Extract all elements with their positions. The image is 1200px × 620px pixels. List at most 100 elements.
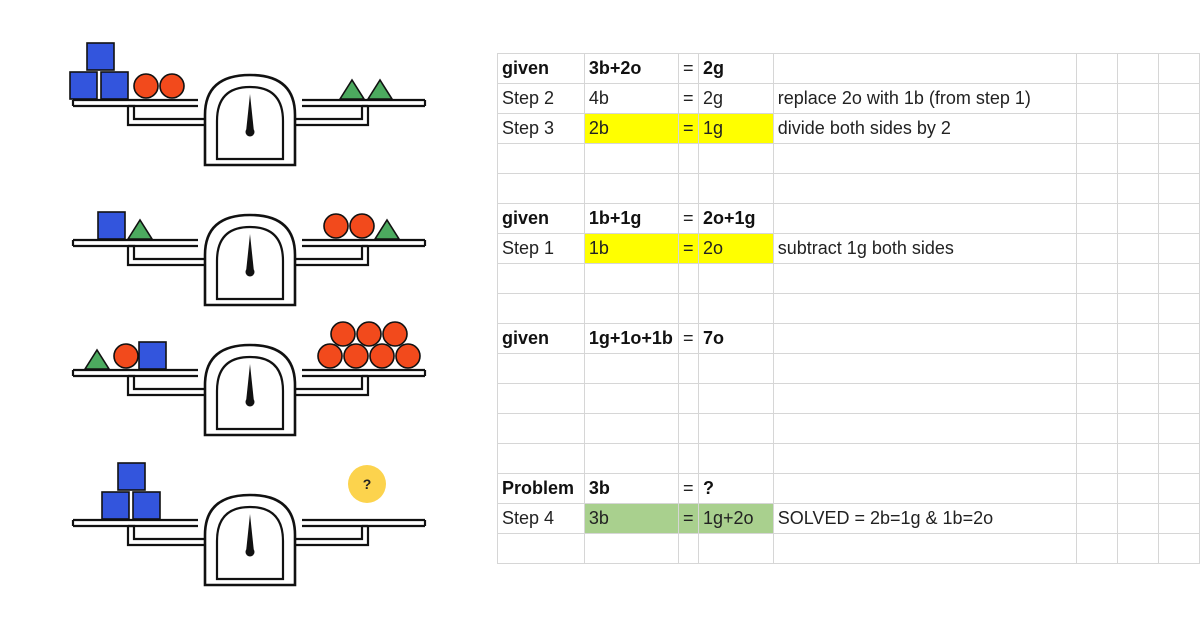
empty-cell[interactable] bbox=[1157, 353, 1200, 384]
empty-cell[interactable] bbox=[1157, 203, 1200, 234]
equals-cell[interactable]: = bbox=[677, 53, 699, 84]
empty-cell[interactable] bbox=[1034, 173, 1077, 204]
rhs-expression-cell[interactable]: ? bbox=[697, 473, 774, 504]
step-label-cell[interactable] bbox=[497, 443, 585, 474]
empty-cell[interactable] bbox=[1075, 143, 1118, 174]
rhs-expression-cell[interactable] bbox=[697, 413, 774, 444]
equals-cell[interactable] bbox=[677, 443, 699, 474]
note-cell[interactable] bbox=[772, 263, 1036, 294]
rhs-expression-cell[interactable] bbox=[697, 383, 774, 414]
empty-cell[interactable] bbox=[1157, 233, 1200, 264]
equals-cell[interactable]: = bbox=[677, 503, 699, 534]
empty-cell[interactable] bbox=[1034, 53, 1077, 84]
note-cell[interactable] bbox=[772, 203, 1036, 234]
empty-cell[interactable] bbox=[1075, 53, 1118, 84]
empty-cell[interactable] bbox=[1116, 353, 1159, 384]
lhs-expression-cell[interactable] bbox=[583, 353, 679, 384]
empty-cell[interactable] bbox=[1157, 413, 1200, 444]
step-label-cell[interactable]: Step 3 bbox=[497, 113, 585, 144]
empty-cell[interactable] bbox=[1116, 173, 1159, 204]
empty-cell[interactable] bbox=[1034, 263, 1077, 294]
note-cell[interactable] bbox=[772, 323, 1036, 354]
step-label-cell[interactable]: given bbox=[497, 323, 585, 354]
rhs-expression-cell[interactable]: 2o+1g bbox=[697, 203, 774, 234]
equals-cell[interactable]: = bbox=[677, 203, 699, 234]
step-label-cell[interactable]: Problem bbox=[497, 473, 585, 504]
empty-cell[interactable] bbox=[1075, 293, 1118, 324]
lhs-expression-cell[interactable]: 3b bbox=[583, 503, 679, 534]
lhs-expression-cell[interactable] bbox=[583, 383, 679, 414]
equals-cell[interactable] bbox=[677, 173, 699, 204]
empty-cell[interactable] bbox=[1075, 263, 1118, 294]
empty-cell[interactable] bbox=[1116, 203, 1159, 234]
empty-cell[interactable] bbox=[1116, 113, 1159, 144]
step-label-cell[interactable]: Step 2 bbox=[497, 83, 585, 114]
step-label-cell[interactable] bbox=[497, 413, 585, 444]
lhs-expression-cell[interactable]: 1b+1g bbox=[583, 203, 679, 234]
empty-cell[interactable] bbox=[1034, 113, 1077, 144]
rhs-expression-cell[interactable] bbox=[697, 293, 774, 324]
empty-cell[interactable] bbox=[1034, 293, 1077, 324]
empty-cell[interactable] bbox=[1157, 293, 1200, 324]
empty-cell[interactable] bbox=[1075, 83, 1118, 114]
empty-cell[interactable] bbox=[1157, 143, 1200, 174]
rhs-expression-cell[interactable]: 2g bbox=[697, 53, 774, 84]
empty-cell[interactable] bbox=[1075, 233, 1118, 264]
step-label-cell[interactable]: Step 1 bbox=[497, 233, 585, 264]
lhs-expression-cell[interactable] bbox=[583, 143, 679, 174]
equals-cell[interactable] bbox=[677, 383, 699, 414]
empty-cell[interactable] bbox=[1075, 203, 1118, 234]
rhs-expression-cell[interactable] bbox=[697, 143, 774, 174]
rhs-expression-cell[interactable] bbox=[697, 263, 774, 294]
rhs-expression-cell[interactable] bbox=[697, 173, 774, 204]
empty-cell[interactable] bbox=[1034, 503, 1077, 534]
equals-cell[interactable]: = bbox=[677, 473, 699, 504]
empty-cell[interactable] bbox=[1075, 533, 1118, 564]
empty-cell[interactable] bbox=[1034, 473, 1077, 504]
empty-cell[interactable] bbox=[1075, 113, 1118, 144]
rhs-expression-cell[interactable] bbox=[697, 353, 774, 384]
note-cell[interactable]: SOLVED = 2b=1g & 1b=2o bbox=[772, 503, 1036, 534]
note-cell[interactable] bbox=[772, 353, 1036, 384]
empty-cell[interactable] bbox=[1034, 143, 1077, 174]
equals-cell[interactable] bbox=[677, 533, 699, 564]
note-cell[interactable] bbox=[772, 173, 1036, 204]
equals-cell[interactable]: = bbox=[677, 83, 699, 114]
step-label-cell[interactable] bbox=[497, 533, 585, 564]
empty-cell[interactable] bbox=[1157, 503, 1200, 534]
lhs-expression-cell[interactable] bbox=[583, 443, 679, 474]
note-cell[interactable]: replace 2o with 1b (from step 1) bbox=[772, 83, 1036, 114]
rhs-expression-cell[interactable] bbox=[697, 443, 774, 474]
note-cell[interactable] bbox=[772, 293, 1036, 324]
empty-cell[interactable] bbox=[1157, 173, 1200, 204]
empty-cell[interactable] bbox=[1116, 533, 1159, 564]
equals-cell[interactable] bbox=[677, 293, 699, 324]
empty-cell[interactable] bbox=[1157, 473, 1200, 504]
empty-cell[interactable] bbox=[1116, 143, 1159, 174]
note-cell[interactable] bbox=[772, 413, 1036, 444]
lhs-expression-cell[interactable]: 3b+2o bbox=[583, 53, 679, 84]
lhs-expression-cell[interactable] bbox=[583, 533, 679, 564]
empty-cell[interactable] bbox=[1034, 233, 1077, 264]
empty-cell[interactable] bbox=[1034, 533, 1077, 564]
step-label-cell[interactable] bbox=[497, 383, 585, 414]
empty-cell[interactable] bbox=[1075, 383, 1118, 414]
rhs-expression-cell[interactable] bbox=[697, 533, 774, 564]
equals-cell[interactable]: = bbox=[677, 113, 699, 144]
note-cell[interactable] bbox=[772, 383, 1036, 414]
empty-cell[interactable] bbox=[1034, 383, 1077, 414]
lhs-expression-cell[interactable]: 2b bbox=[583, 113, 679, 144]
rhs-expression-cell[interactable]: 7o bbox=[697, 323, 774, 354]
empty-cell[interactable] bbox=[1116, 473, 1159, 504]
empty-cell[interactable] bbox=[1075, 173, 1118, 204]
equals-cell[interactable] bbox=[677, 413, 699, 444]
empty-cell[interactable] bbox=[1157, 443, 1200, 474]
step-label-cell[interactable] bbox=[497, 173, 585, 204]
lhs-expression-cell[interactable]: 1g+1o+1b bbox=[583, 323, 679, 354]
empty-cell[interactable] bbox=[1116, 83, 1159, 114]
equals-cell[interactable]: = bbox=[677, 323, 699, 354]
note-cell[interactable] bbox=[772, 443, 1036, 474]
note-cell[interactable] bbox=[772, 143, 1036, 174]
empty-cell[interactable] bbox=[1075, 323, 1118, 354]
step-label-cell[interactable] bbox=[497, 263, 585, 294]
